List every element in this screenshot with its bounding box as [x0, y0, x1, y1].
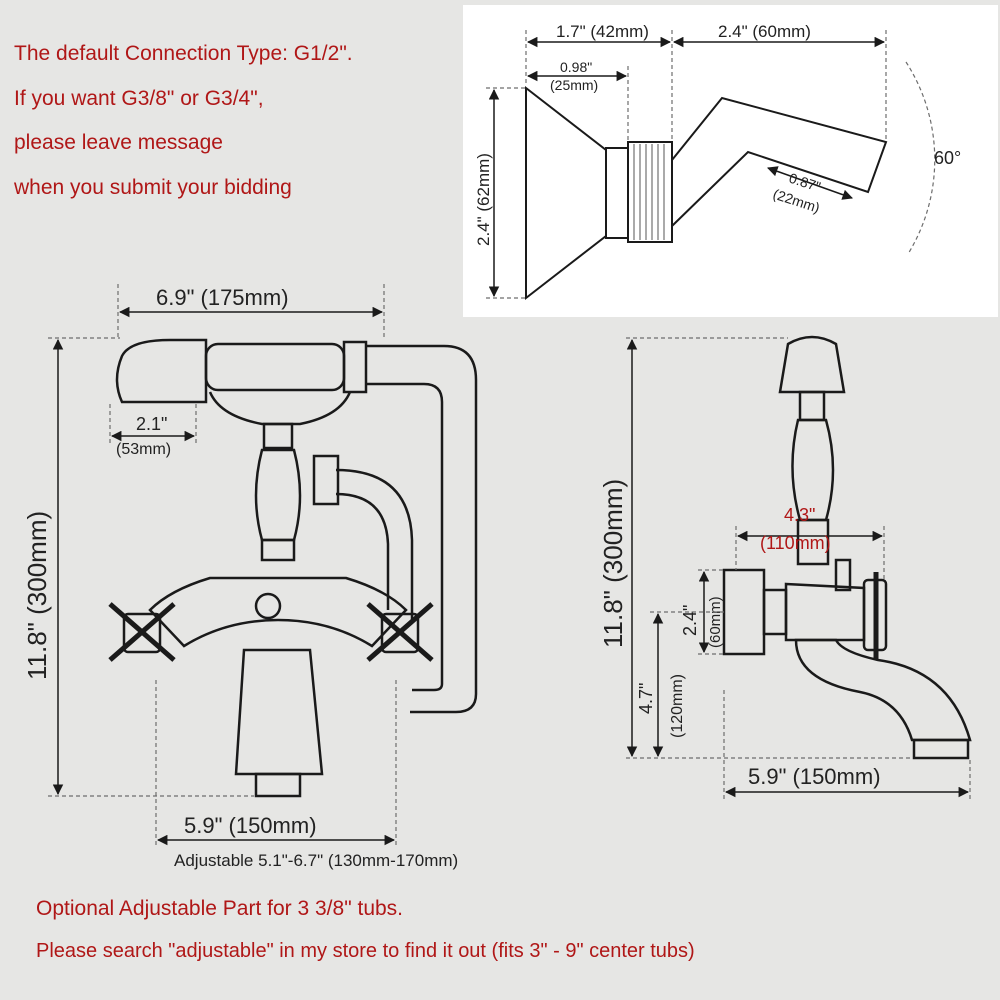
handset-width-label: 6.9" (175mm): [156, 285, 289, 310]
side-flange-nut: [762, 588, 788, 636]
connection-note-line-3: please leave message: [14, 131, 223, 154]
front-height-label: 11.8" (300mm): [22, 511, 52, 680]
faucet-front-view: 6.9" (175mm) 2.1" (53mm) 11.8" (300mm) 5…: [22, 284, 478, 870]
handset-cradle: [208, 391, 352, 426]
side-column: [796, 518, 830, 566]
side-wall-flange: [722, 568, 766, 656]
hose-connector: [312, 454, 340, 506]
side-spout-outlet: [912, 738, 970, 760]
handset-grip: [204, 342, 346, 392]
diverter-knob: [254, 592, 282, 620]
hose-riser-inner: [335, 492, 390, 610]
side-depth-inch: 4.3": [784, 505, 815, 525]
side-cross-handle: [862, 572, 888, 660]
connection-note-line-4: when you submit your bidding: [14, 176, 292, 199]
side-spout-reach-label: 5.9" (150mm): [748, 764, 881, 789]
holder-angle-label: 60°: [934, 148, 961, 168]
side-handset-neck: [798, 390, 826, 422]
column-base: [260, 538, 296, 562]
holder-knurled-ring: [627, 141, 673, 243]
spout-outlet: [254, 772, 302, 798]
side-depth-mm: (110mm): [760, 533, 831, 553]
inset-panel: [463, 5, 998, 317]
shower-holder-inset: 1.7" (42mm) 2.4" (60mm) 0.98" (25mm) 2.4…: [463, 5, 998, 317]
side-spout-mm: (120mm): [669, 674, 686, 738]
side-height-label: 11.8" (300mm): [598, 479, 628, 648]
handset-head-inch: 2.1": [136, 414, 167, 434]
left-cross-handle: [108, 602, 176, 662]
holder-base-depth-mm: (25mm): [550, 77, 598, 93]
holder-width-label: 1.7" (42mm): [556, 22, 649, 41]
connection-note-line-2: If you want G3/8" or G3/4",: [14, 87, 264, 110]
adjustable-note-line-2: Please search "adjustable" in my store t…: [36, 940, 695, 962]
side-flange-mm: (60mm): [707, 596, 724, 648]
handset-head-mm: (53mm): [116, 441, 171, 458]
handset-collar: [342, 340, 368, 394]
holder-arm-length-label: 2.4" (60mm): [718, 22, 811, 41]
holder-arm: [671, 96, 888, 227]
side-hose-valve: [834, 558, 852, 592]
holder-base-depth-inch: 0.98": [560, 59, 592, 75]
connection-note-line-1: The default Connection Type: G1/2".: [14, 42, 353, 65]
faucet-side-view: 11.8" (300mm) 4.3" (110mm) 2.4" (60mm) 4…: [598, 335, 972, 800]
column-neck: [262, 422, 294, 450]
holder-base-height-label: 2.4" (62mm): [474, 153, 493, 246]
side-handset-head: [778, 335, 846, 394]
hose-riser-outer: [335, 468, 414, 620]
center-spacing-label: 5.9" (150mm): [184, 813, 317, 838]
knurl-lines: [633, 144, 665, 240]
side-spout: [794, 638, 972, 742]
right-cross-handle: [366, 602, 434, 662]
handset-head: [115, 338, 208, 404]
column-body: [254, 448, 302, 542]
side-flange-inch: 2.4": [680, 605, 700, 636]
adjustable-note-line-1: Optional Adjustable Part for 3 3/8" tubs…: [36, 897, 404, 920]
adjustable-range-label: Adjustable 5.1"-6.7" (130mm-170mm): [174, 851, 458, 870]
hose-inner: [366, 382, 444, 692]
hose-outer: [366, 344, 478, 714]
faucet-body: [148, 576, 408, 648]
side-body: [784, 582, 866, 642]
faucet-spout: [234, 648, 324, 776]
side-spout-inch: 4.7": [636, 683, 656, 714]
